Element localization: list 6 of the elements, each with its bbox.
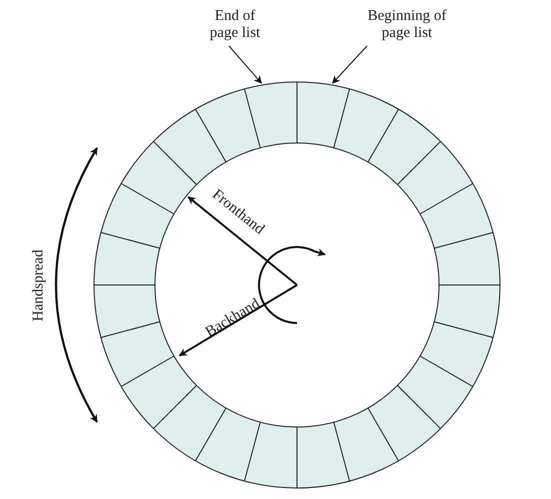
- leader-line: [228, 46, 262, 84]
- leader-line: [332, 46, 368, 84]
- callout-label: End of page list: [200, 8, 270, 42]
- callout-label: Beginning of page list: [362, 8, 452, 42]
- page-ring-drawing: [94, 82, 500, 488]
- hand-label: Handspread: [30, 249, 48, 321]
